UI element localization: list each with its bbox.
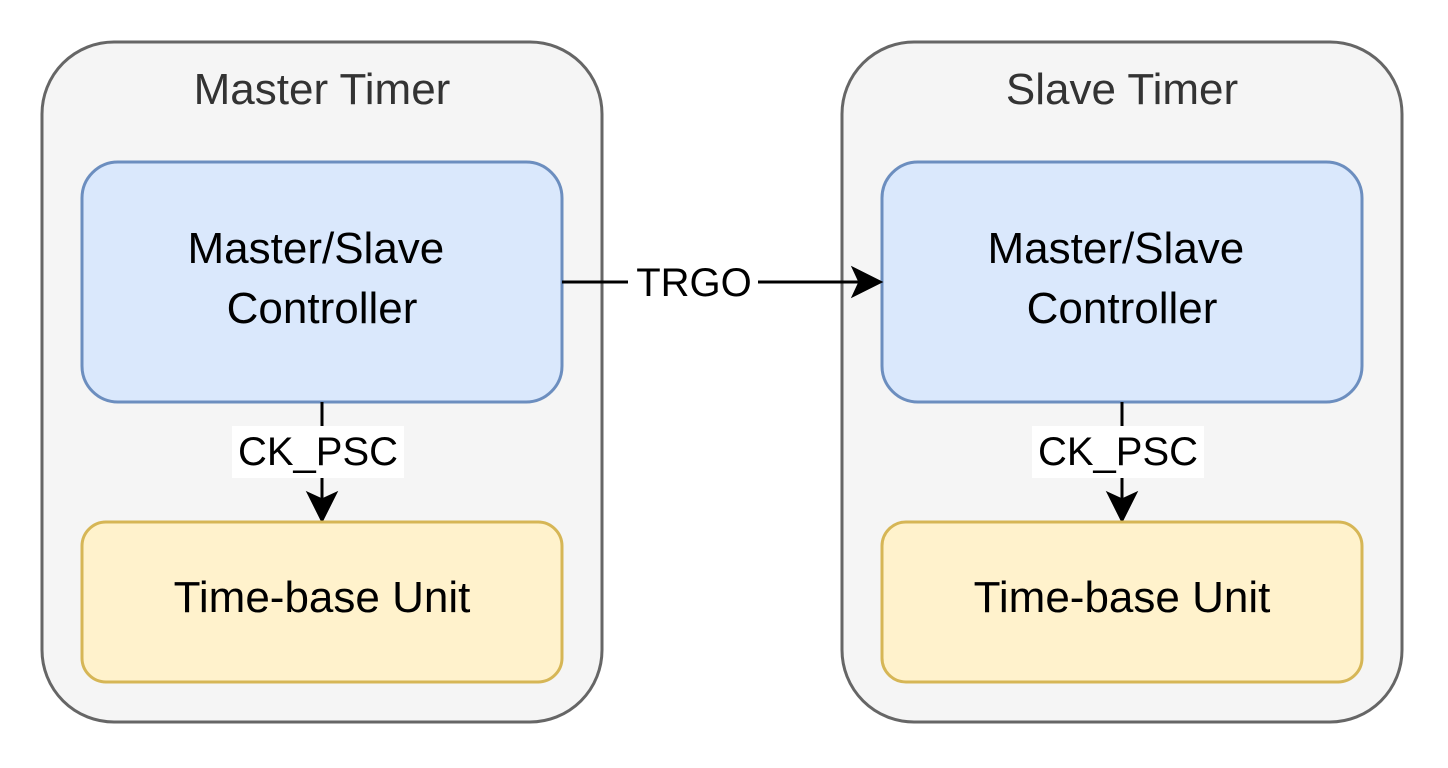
trgo-label-bg [628, 258, 758, 306]
trgo-arrowhead [850, 265, 884, 299]
slave-clock-label: CK_PSC [1038, 430, 1198, 474]
master-timebase-box [80, 520, 564, 684]
master-timebase-label: Time-base Unit [174, 573, 471, 622]
slave-clock-arrowhead [1105, 490, 1139, 524]
trgo-label: TRGO [636, 261, 752, 305]
master-controller-line-2: Controller [227, 284, 418, 333]
slave-timebase-label: Time-base Unit [974, 573, 1271, 622]
slave-clock-label-bg [1032, 426, 1204, 478]
master-controller-line-1: Master/Slave [188, 224, 445, 273]
master-controller-label: Master/Slave Controller [188, 224, 457, 333]
slave-timebase-box [880, 520, 1364, 684]
trgo-link: TRGO [562, 258, 884, 306]
master-clock-label: CK_PSC [238, 430, 398, 474]
master-clock-label-bg [232, 426, 404, 478]
master-controller-box [80, 160, 564, 404]
slave-controller-line-2: Controller [1027, 284, 1218, 333]
master-timer-title: Master Timer [194, 65, 451, 114]
slave-controller-line-1: Master/Slave [988, 224, 1245, 273]
master-clock-arrowhead [305, 490, 339, 524]
master-timer-group: Master Timer Master/Slave Controller CK_… [40, 40, 604, 724]
slave-controller-box [880, 160, 1364, 404]
slave-timer-group: Slave Timer Master/Slave Controller CK_P… [840, 40, 1404, 724]
slave-controller-label: Master/Slave Controller [988, 224, 1257, 333]
slave-timer-title: Slave Timer [1006, 65, 1238, 114]
